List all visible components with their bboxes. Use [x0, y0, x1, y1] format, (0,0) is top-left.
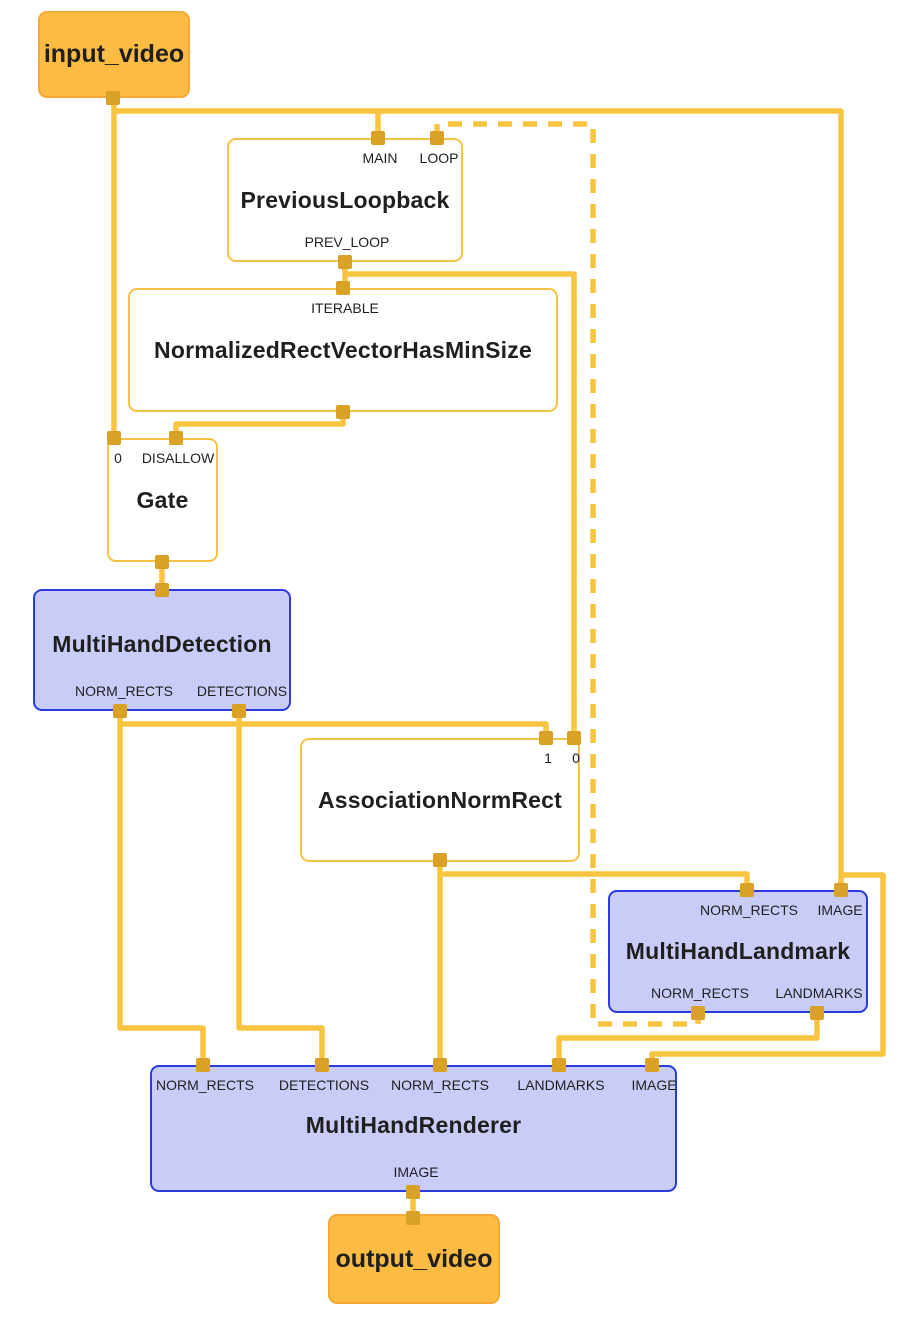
port-renderer-landmarks-in: [552, 1058, 566, 1072]
port-renderer-norm-rects-1-in: [196, 1058, 210, 1072]
port-landmark-landmarks-out: [810, 1006, 824, 1020]
port-label-iterable: ITERABLE: [311, 300, 379, 316]
edge-detection-normrects-to-renderer: [117, 710, 206, 1066]
node-output-video[interactable]: output_video: [328, 1214, 500, 1304]
port-label-norm-rects-2: NORM_RECTS: [390, 1077, 490, 1093]
port-label-detections: DETECTIONS: [278, 1077, 370, 1093]
edge-landmark-normrects-to-loopback-loop-backedge: [434, 121, 701, 1027]
port-renderer-detections-in: [315, 1058, 329, 1072]
port-label-0: 0: [572, 750, 580, 766]
node-association-norm-rect[interactable]: 1 0 AssociationNormRect: [300, 738, 580, 862]
node-multi-hand-landmark[interactable]: NORM_RECTS IMAGE MultiHandLandmark NORM_…: [608, 890, 868, 1013]
node-title: MultiHandRenderer: [305, 1112, 522, 1138]
node-input-video[interactable]: input_video: [38, 11, 190, 98]
port-label-disallow: DISALLOW: [141, 450, 215, 466]
edge-prevloop-to-association-0: [345, 271, 577, 742]
port-association-out: [433, 853, 447, 867]
port-renderer-norm-rects-2-in: [433, 1058, 447, 1072]
port-loopback-prev-loop: [338, 255, 352, 269]
port-label-landmarks: LANDMARKS: [517, 1077, 605, 1093]
port-detection-detections-out: [232, 704, 246, 718]
port-label-norm-rects: NORM_RECTS: [74, 683, 174, 699]
node-title: NormalizedRectVectorHasMinSize: [154, 337, 532, 363]
port-landmark-norm-rects-in: [740, 883, 754, 897]
edge-detection-detections-to-renderer: [236, 710, 325, 1066]
node-title: output_video: [335, 1244, 493, 1273]
port-label-landmarks-out: LANDMARKS: [775, 985, 863, 1001]
port-renderer-image-out: [406, 1185, 420, 1199]
port-label-norm-rects-1: NORM_RECTS: [155, 1077, 255, 1093]
node-multi-hand-renderer[interactable]: NORM_RECTS DETECTIONS NORM_RECTS LANDMAR…: [150, 1065, 677, 1192]
port-label-0: 0: [114, 450, 122, 466]
port-label-main: MAIN: [362, 150, 398, 166]
edge-landmark-landmarks-to-renderer: [556, 1010, 820, 1066]
port-gate-out: [155, 555, 169, 569]
port-renderer-image-in: [645, 1058, 659, 1072]
edge-input-video-to-landmark-image: [114, 108, 844, 888]
port-label-image-in: IMAGE: [631, 1077, 677, 1093]
port-loopback-loop: [430, 131, 444, 145]
node-title: AssociationNormRect: [317, 787, 563, 813]
port-label-image-in: IMAGE: [817, 902, 863, 918]
node-normalized-rect-vector-has-min-size[interactable]: ITERABLE NormalizedRectVectorHasMinSize: [128, 288, 558, 412]
node-title: input_video: [43, 40, 185, 68]
node-title: PreviousLoopback: [240, 187, 450, 213]
port-label-norm-rects-out: NORM_RECTS: [650, 985, 750, 1001]
port-landmark-image-in: [834, 883, 848, 897]
port-gate-disallow: [169, 431, 183, 445]
port-gate-0: [107, 431, 121, 445]
port-label-1: 1: [544, 750, 552, 766]
port-association-0: [567, 731, 581, 745]
port-label-loop: LOOP: [419, 150, 459, 166]
port-label-prev-loop: PREV_LOOP: [304, 234, 390, 250]
node-multi-hand-detection[interactable]: MultiHandDetection NORM_RECTS DETECTIONS: [33, 589, 291, 711]
node-title: MultiHandLandmark: [625, 938, 851, 964]
port-label-detections: DETECTIONS: [196, 683, 288, 699]
port-input-video-out: [106, 91, 120, 105]
port-landmark-norm-rects-out: [691, 1006, 705, 1020]
port-detection-in: [155, 583, 169, 597]
node-gate[interactable]: 0 DISALLOW Gate: [107, 438, 218, 562]
port-minsize-out: [336, 405, 350, 419]
port-detection-norm-rects-out: [113, 704, 127, 718]
port-label-norm-rects-in: NORM_RECTS: [699, 902, 799, 918]
node-previous-loopback[interactable]: MAIN LOOP PreviousLoopback PREV_LOOP: [227, 138, 463, 262]
port-label-image-out: IMAGE: [393, 1164, 439, 1180]
port-loopback-main: [371, 131, 385, 145]
port-association-1: [539, 731, 553, 745]
node-title: Gate: [136, 487, 189, 513]
node-title: MultiHandDetection: [52, 631, 272, 657]
port-minsize-iterable: [336, 281, 350, 295]
port-output-video-in: [406, 1211, 420, 1225]
